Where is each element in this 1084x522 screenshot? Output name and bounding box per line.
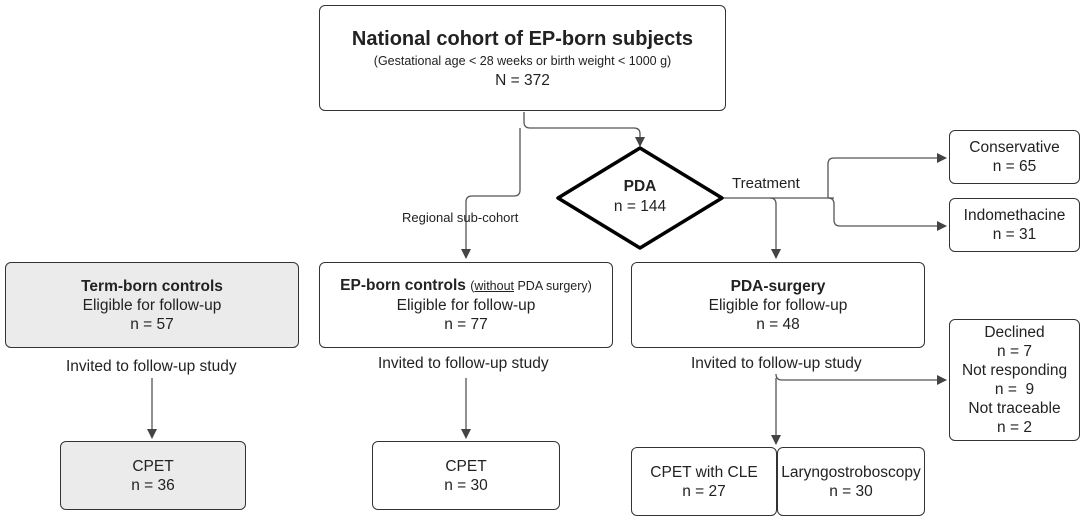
- cpet-cle-box: CPET with CLE n = 27: [631, 447, 777, 516]
- conservative-n: n = 65: [992, 158, 1037, 175]
- declined-n: n = 7: [997, 343, 1032, 360]
- arrow-regional-subcohort: [461, 128, 521, 259]
- not-responding-label: Not responding: [961, 362, 1068, 379]
- cohort-title: National cohort of EP-born subjects: [351, 28, 694, 50]
- not-traceable-label: Not traceable: [968, 400, 1061, 417]
- ep-controls-n: n = 77: [444, 316, 488, 333]
- excluded-box: Declined n = 7 Not responding n = 9 Not …: [949, 319, 1080, 441]
- ep-controls-note-em: without: [474, 279, 514, 293]
- pda-text: PDA n = 144: [590, 177, 690, 217]
- not-traceable-n: n = 2: [997, 419, 1032, 436]
- indomethacine-title: Indomethacine: [963, 207, 1066, 224]
- ep-controls-note-open: (: [470, 279, 475, 293]
- ep-controls-title: EP-born controls: [340, 277, 466, 294]
- term-controls-box: Term-born controls Eligible for follow-u…: [5, 262, 299, 348]
- pda-surgery-title: PDA-surgery: [730, 277, 826, 295]
- pda-diamond: [556, 146, 724, 250]
- ep-controls-note-rest: PDA surgery): [514, 279, 592, 293]
- cpet-cle-n: n = 27: [682, 482, 726, 500]
- cpet-term-n: n = 36: [131, 476, 175, 494]
- not-responding-n: n = 9: [994, 381, 1035, 398]
- term-controls-eligible: Eligible for follow-up: [82, 296, 222, 314]
- arrow-to-pda-surgery: [769, 197, 781, 259]
- cohort-subtitle: (Gestational age < 28 weeks or birth wei…: [373, 54, 672, 68]
- arrow-cohort-to-pda: [523, 112, 645, 147]
- pda-surgery-eligible: Eligible for follow-up: [708, 296, 848, 314]
- cpet-term-title: CPET: [132, 457, 174, 475]
- cohort-n: N = 372: [495, 72, 550, 89]
- term-controls-title: Term-born controls: [81, 277, 223, 295]
- arrow-to-conservative: [827, 153, 947, 198]
- indomethacine-n: n = 31: [992, 226, 1037, 243]
- cpet-ep-title: CPET: [445, 457, 487, 475]
- ep-controls-heading: EP-born controls (without PDA surgery): [340, 276, 592, 296]
- cpet-ep-n: n = 30: [444, 476, 488, 494]
- laryngo-box: Laryngostroboscopy n = 30: [777, 447, 925, 516]
- declined-label: Declined: [984, 324, 1045, 341]
- arrow-to-excluded: [775, 373, 947, 385]
- pda-n: n = 144: [613, 198, 667, 215]
- invited-label-surgery: Invited to follow-up study: [691, 355, 862, 372]
- pda-title: PDA: [623, 178, 657, 195]
- treatment-label: Treatment: [732, 175, 800, 192]
- regional-subcohort-label: Regional sub-cohort: [402, 210, 519, 225]
- ep-controls-eligible: Eligible for follow-up: [396, 297, 536, 314]
- arrow-to-indomethacine: [827, 197, 947, 231]
- indomethacine-box: Indomethacine n = 31: [949, 198, 1080, 252]
- laryngo-title: Laryngostroboscopy: [781, 463, 921, 481]
- pda-surgery-box: PDA-surgery Eligible for follow-up n = 4…: [631, 262, 925, 348]
- pda-surgery-n: n = 48: [756, 315, 800, 333]
- cpet-cle-title: CPET with CLE: [650, 463, 758, 481]
- ep-controls-note: (without PDA surgery): [470, 279, 592, 293]
- laryngo-n: n = 30: [829, 482, 873, 500]
- conservative-box: Conservative n = 65: [949, 130, 1080, 184]
- ep-controls-box: EP-born controls (without PDA surgery) E…: [319, 262, 613, 348]
- conservative-title: Conservative: [969, 139, 1060, 156]
- term-controls-n: n = 57: [130, 315, 174, 333]
- invited-label-term: Invited to follow-up study: [66, 358, 237, 375]
- cpet-ep-box: CPET n = 30: [372, 441, 560, 510]
- cpet-term-box: CPET n = 36: [60, 441, 246, 510]
- invited-label-ep: Invited to follow-up study: [378, 355, 549, 372]
- cohort-box: National cohort of EP-born subjects (Ges…: [319, 5, 726, 111]
